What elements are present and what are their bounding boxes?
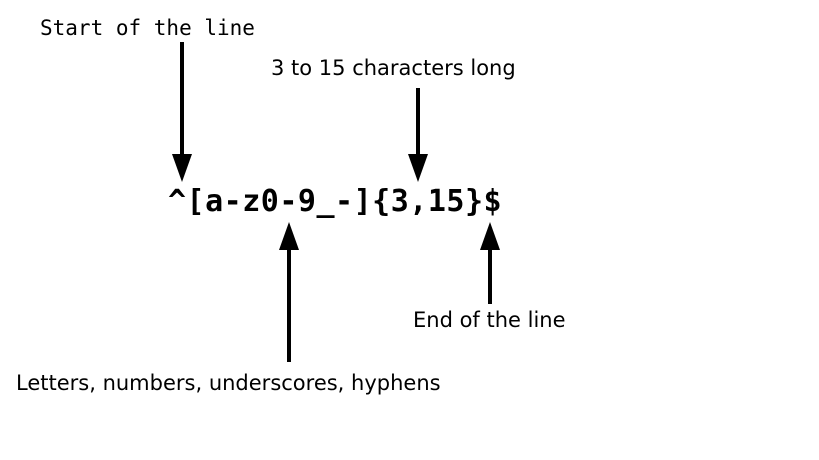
annotation-label-end-of-line: End of the line [413, 308, 566, 332]
arrow-down-length-quantifier [408, 88, 428, 182]
arrow-down-start-of-line [172, 42, 192, 182]
regex-pattern-text: ^[a-z0-9_-]{3,15}$ [168, 184, 503, 219]
annotation-label-character-class: Letters, numbers, underscores, hyphens [16, 371, 441, 395]
annotation-label-start-of-line: Start of the line [40, 16, 255, 40]
annotation-label-length-quantifier: 3 to 15 characters long [271, 56, 516, 80]
arrow-up-end-of-line [480, 222, 500, 304]
arrow-up-character-class [279, 222, 299, 362]
